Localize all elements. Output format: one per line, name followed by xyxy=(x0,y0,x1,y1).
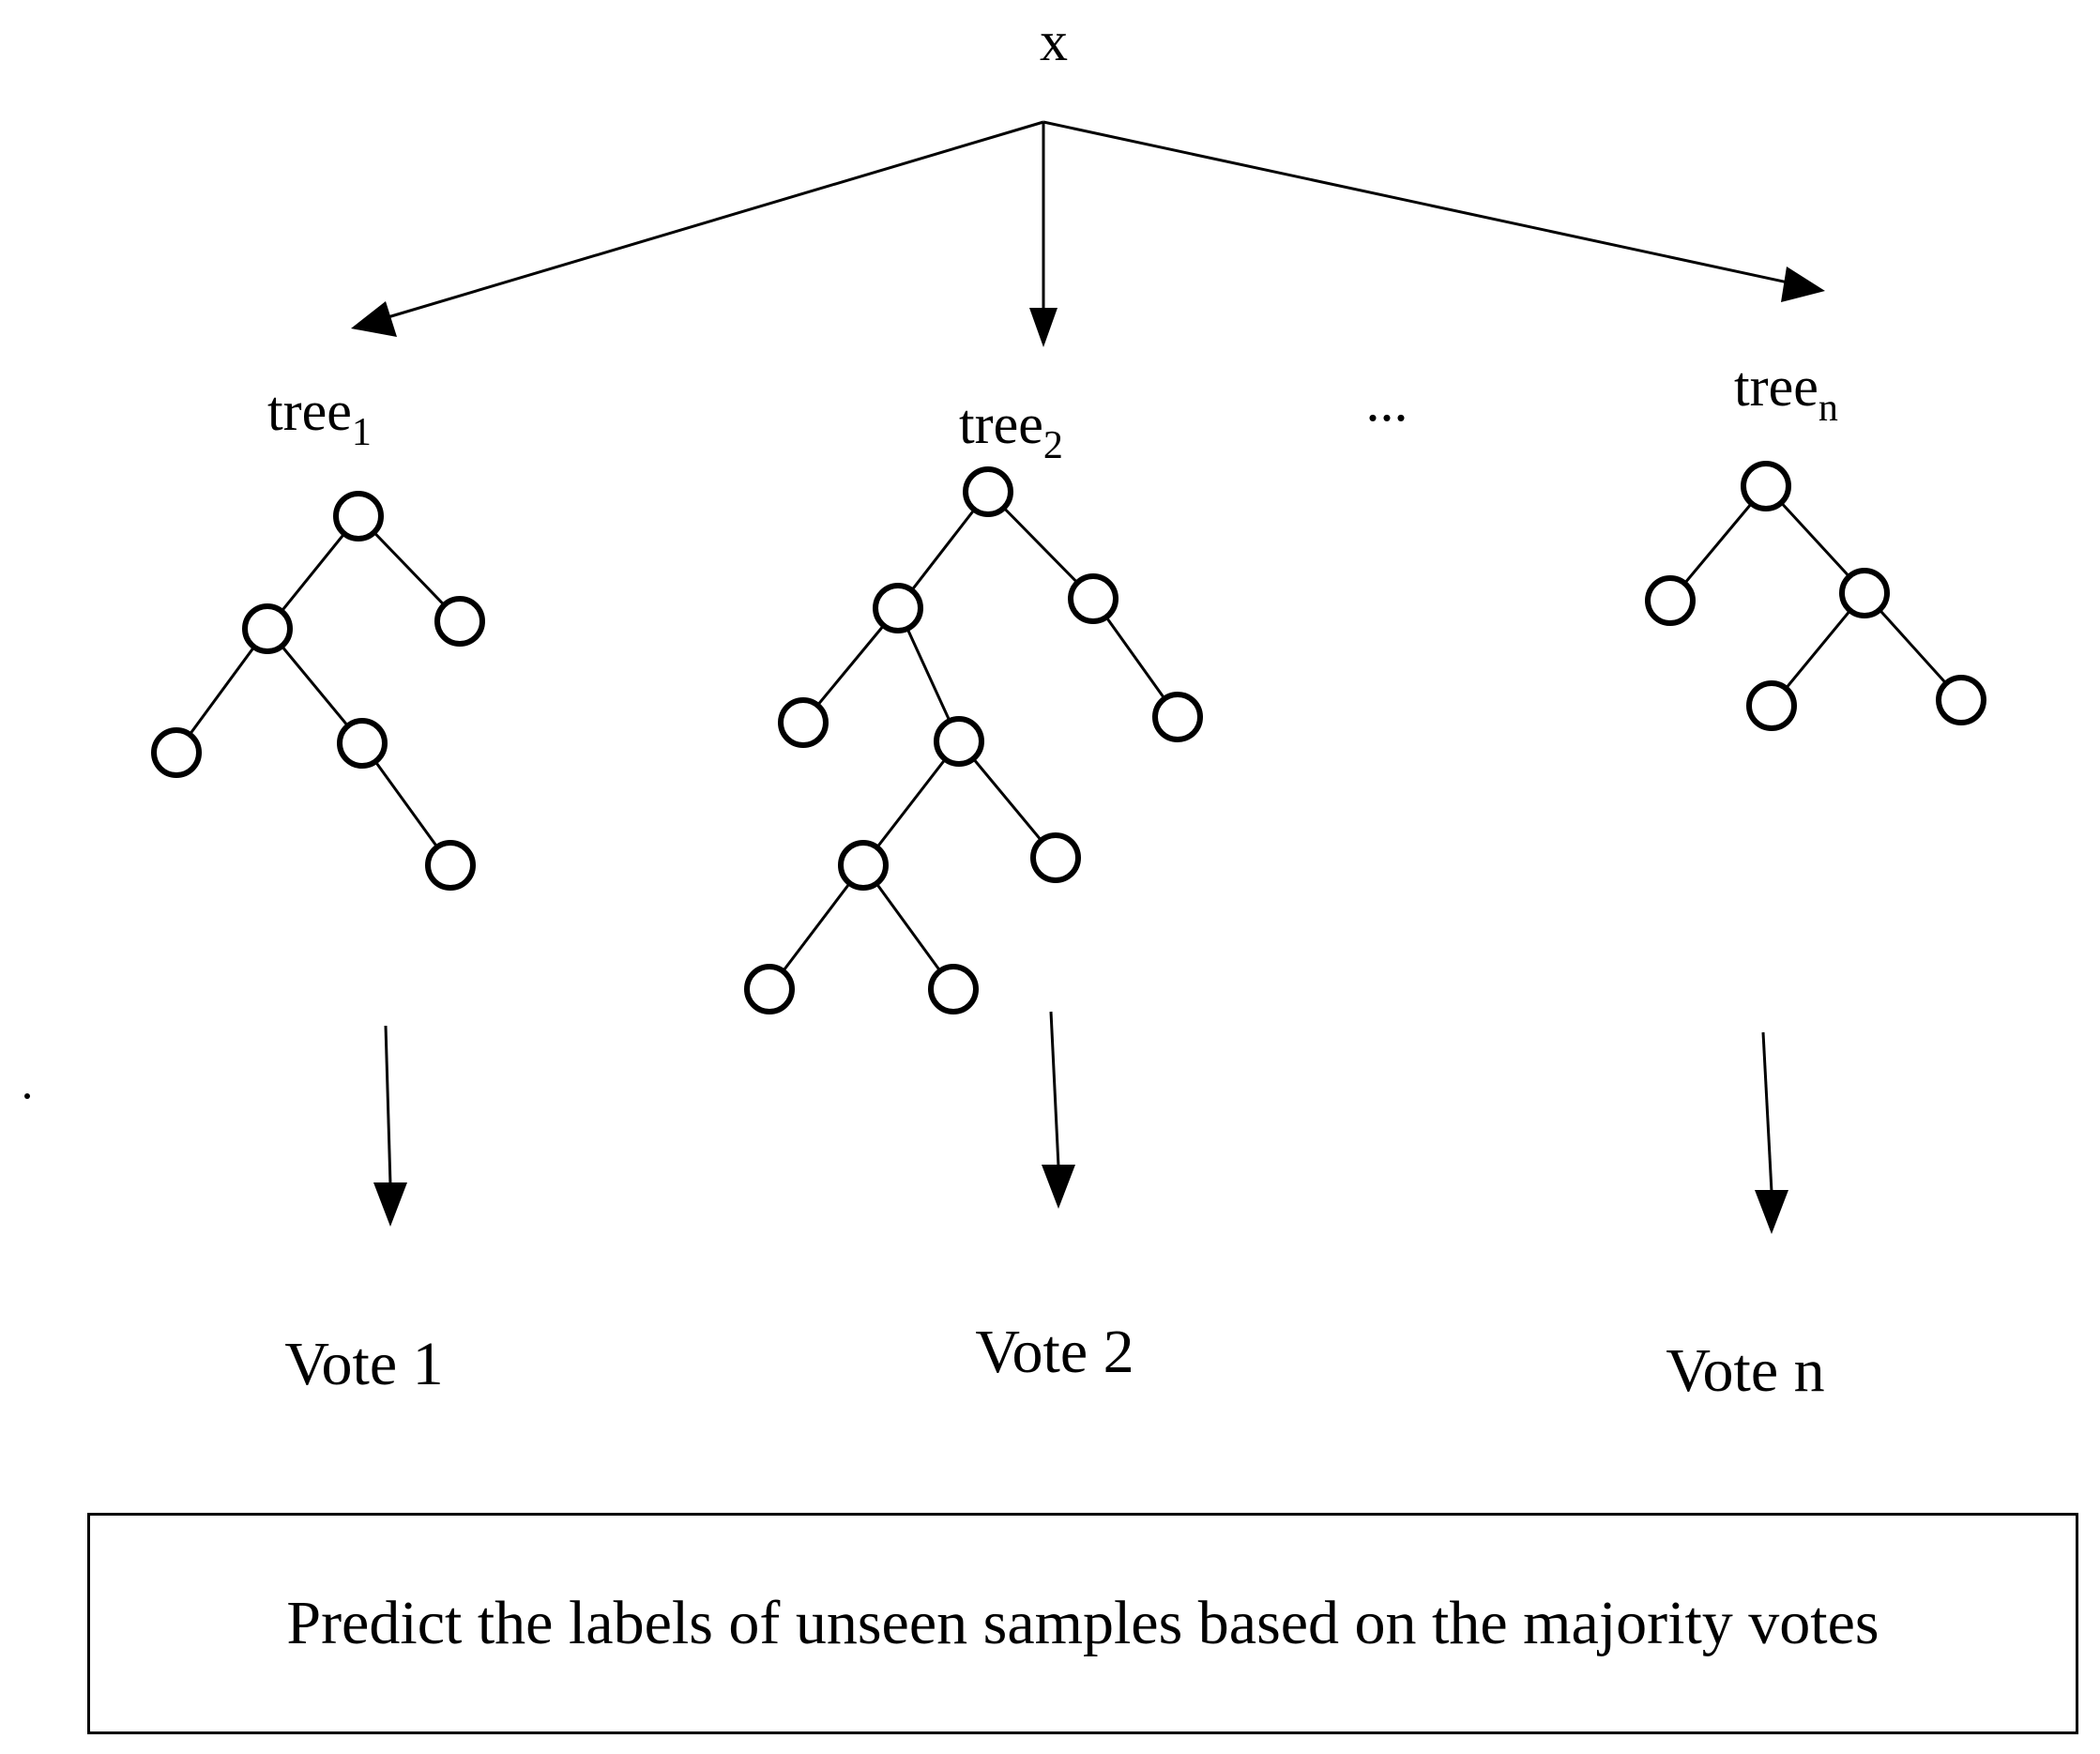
tree-node xyxy=(963,466,1013,517)
vote-n-label: Vote n xyxy=(1666,1336,1824,1405)
tree-node xyxy=(838,840,889,891)
tree-node xyxy=(337,718,388,769)
input-label: x xyxy=(1040,10,1068,72)
tree-1 xyxy=(151,491,485,891)
tree-1-label: tree1 xyxy=(267,380,372,454)
vote-1-label: Vote 1 xyxy=(284,1330,443,1398)
tree-node xyxy=(1030,832,1081,883)
vote-2-label: Vote 2 xyxy=(975,1318,1134,1386)
tree-node xyxy=(1839,568,1890,618)
tree-node xyxy=(242,603,293,654)
vote-arrows xyxy=(373,1011,1788,1234)
tree-node xyxy=(928,964,979,1014)
summary-box: Predict the labels of unseen samples bas… xyxy=(87,1513,2078,1734)
tree-node xyxy=(1746,680,1797,731)
tree-2-label: tree2 xyxy=(959,393,1063,467)
tree-node xyxy=(1936,675,1986,725)
tree-node xyxy=(151,727,202,778)
tree-node xyxy=(778,697,829,748)
stray-dot xyxy=(24,1093,30,1099)
tree-n-label: treen xyxy=(1734,356,1838,430)
tree-2 xyxy=(744,466,1203,1014)
tree-node xyxy=(1645,575,1696,626)
tree-node xyxy=(1068,573,1118,624)
tree-n xyxy=(1645,461,1986,731)
tree-node xyxy=(425,840,476,891)
tree-node xyxy=(434,596,485,647)
summary-text: Predict the labels of unseen samples bas… xyxy=(286,1589,1879,1657)
input-arrows xyxy=(351,120,1825,347)
tree-node xyxy=(934,716,984,767)
tree-node xyxy=(333,491,384,541)
tree-node xyxy=(1741,461,1791,511)
ellipsis: ... xyxy=(1366,371,1408,433)
tree-node xyxy=(744,964,795,1014)
tree-node xyxy=(1152,692,1203,742)
tree-node xyxy=(873,583,923,633)
